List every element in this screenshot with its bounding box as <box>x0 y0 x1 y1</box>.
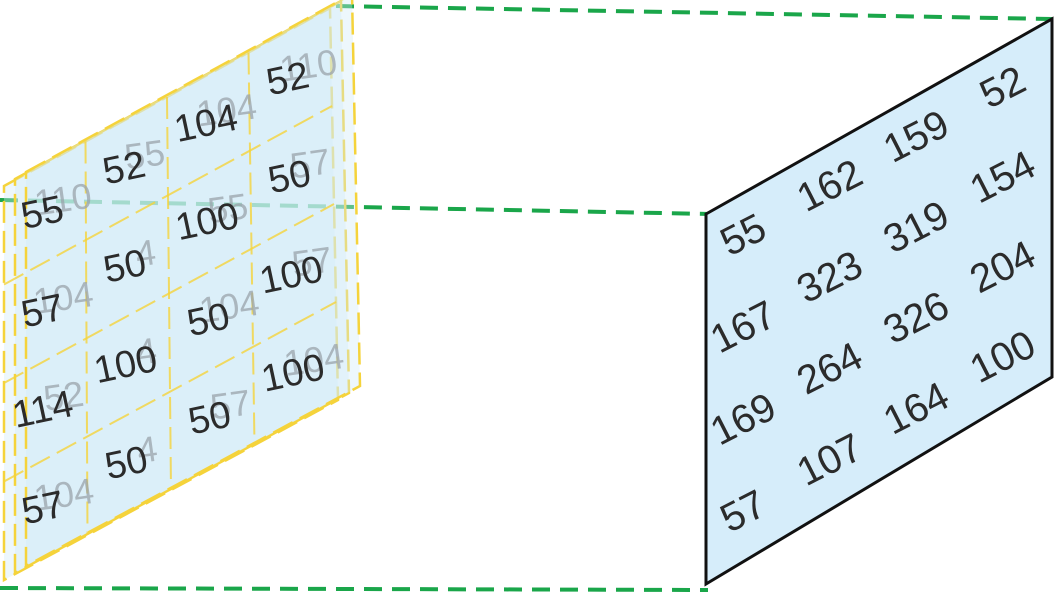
ghost-cell-value: 104 <box>194 85 259 134</box>
input-layer-3 <box>24 0 362 569</box>
input-cell-value: 50 <box>101 438 151 488</box>
input-cell-value: 52 <box>263 54 313 104</box>
ghost-cell-value: 104 <box>197 282 262 331</box>
input-cell-value: 50 <box>100 242 150 292</box>
ghost-cell-value: 110 <box>32 175 95 224</box>
connector-middle <box>0 198 711 216</box>
input-cell-value: 52 <box>99 144 149 194</box>
ghost-cell-value: 57 <box>208 381 253 427</box>
ghost-cell-value: 104 <box>31 273 96 322</box>
input-cell-value: 57 <box>18 287 68 337</box>
connector-lines <box>0 4 1053 592</box>
input-cell-value: 50 <box>265 152 315 202</box>
ghost-cell-value: 55 <box>205 185 250 231</box>
input-grid-line-h <box>3 203 335 384</box>
input-cell-value: 55 <box>17 188 67 238</box>
input-grid-line-v <box>247 52 256 446</box>
ghost-cell-value: 110 <box>277 41 340 90</box>
connector-bottom <box>0 586 709 592</box>
ghost-cell-value: 52 <box>41 373 86 419</box>
connector-top <box>335 4 1053 21</box>
ghost-cell-value: 104 <box>31 470 96 519</box>
input-cell-value: 50 <box>185 394 235 444</box>
output-matrix-panel <box>704 16 1054 587</box>
ghost-cell-value: 55 <box>122 131 167 177</box>
output-matrix: 5516215952167323319154169264326204571071… <box>704 16 1054 587</box>
ghost-cell-value: 57 <box>288 140 333 186</box>
ghost-cell-value: 104 <box>281 335 346 384</box>
input-layer-stack: 1105510411010445557524104571044571045552… <box>2 0 362 583</box>
input-cell-value: 50 <box>183 295 233 345</box>
input-cell-value: 57 <box>18 483 68 533</box>
input-grid-line-h <box>3 301 337 483</box>
ghost-cell-value: 57 <box>289 238 334 284</box>
